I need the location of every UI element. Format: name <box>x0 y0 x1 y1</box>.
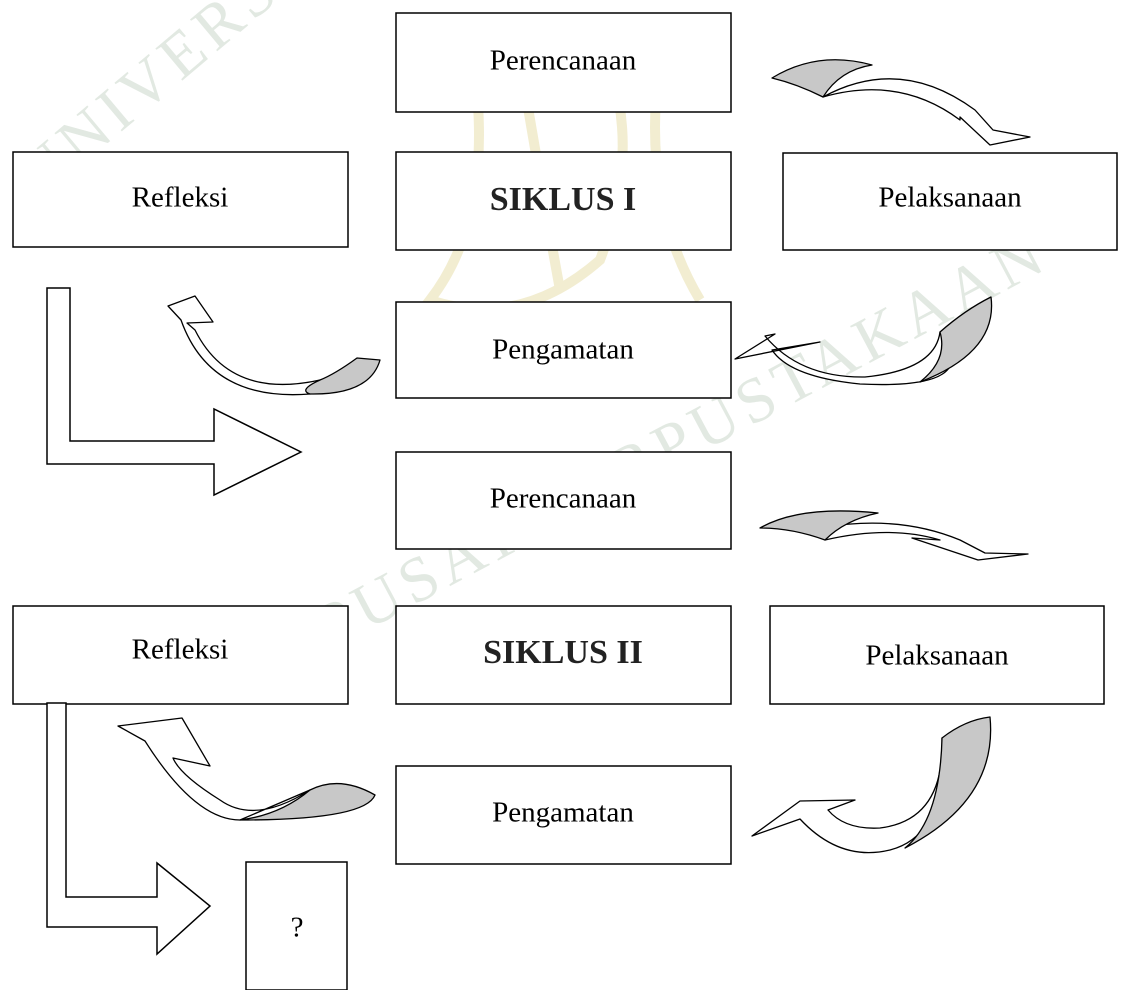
cycle-title-2: SIKLUS II <box>483 634 643 671</box>
action-box-2 <box>769 605 1105 705</box>
observation-label-1: Pengamatan <box>492 334 634 366</box>
cycle-2: Perencanaan Refleksi SIKLUS II Pelaksana… <box>12 451 1105 990</box>
planning-box-1 <box>395 12 732 113</box>
curved-arrow-action-to-observation-2 <box>751 716 992 854</box>
curved-arrow-planning-to-action-2 <box>759 510 1029 561</box>
planning-label-2: Perencanaan <box>490 483 637 515</box>
cycle-title-1: SIKLUS I <box>490 181 636 218</box>
watermark-bottom-text: PUSAT PERPUSTAKAAN <box>303 215 1059 662</box>
cycle-1: Perencanaan Refleksi SIKLUS I Pelaksanaa… <box>12 12 1118 497</box>
curved-arrow-observation-to-reflection-2 <box>117 717 376 821</box>
planning-box-2 <box>395 451 732 550</box>
curved-arrow-observation-to-reflection-1 <box>167 295 381 396</box>
next-cycle-box <box>245 861 348 990</box>
next-cycle-label: ? <box>291 912 304 944</box>
action-label-1: Pelaksanaan <box>878 182 1022 214</box>
reflection-box-2 <box>12 605 349 705</box>
cycle-box-2 <box>395 605 732 705</box>
curved-arrow-planning-to-action-1 <box>771 59 1031 146</box>
planning-label-1: Perencanaan <box>490 45 637 77</box>
elbow-arrow-cycle1-to-cycle2 <box>46 287 303 497</box>
reflection-box-1 <box>12 151 349 248</box>
observation-box-2 <box>395 765 732 865</box>
reflection-label-2: Refleksi <box>132 634 229 666</box>
elbow-arrow-cycle2-to-next <box>46 702 212 956</box>
action-box-1 <box>782 152 1118 251</box>
action-label-2: Pelaksanaan <box>865 640 1009 672</box>
observation-label-2: Pengamatan <box>492 797 634 829</box>
observation-box-1 <box>395 301 732 399</box>
curved-arrow-action-to-observation-1 <box>734 296 993 386</box>
reflection-label-1: Refleksi <box>132 182 229 214</box>
cycle-box-1 <box>395 151 732 251</box>
